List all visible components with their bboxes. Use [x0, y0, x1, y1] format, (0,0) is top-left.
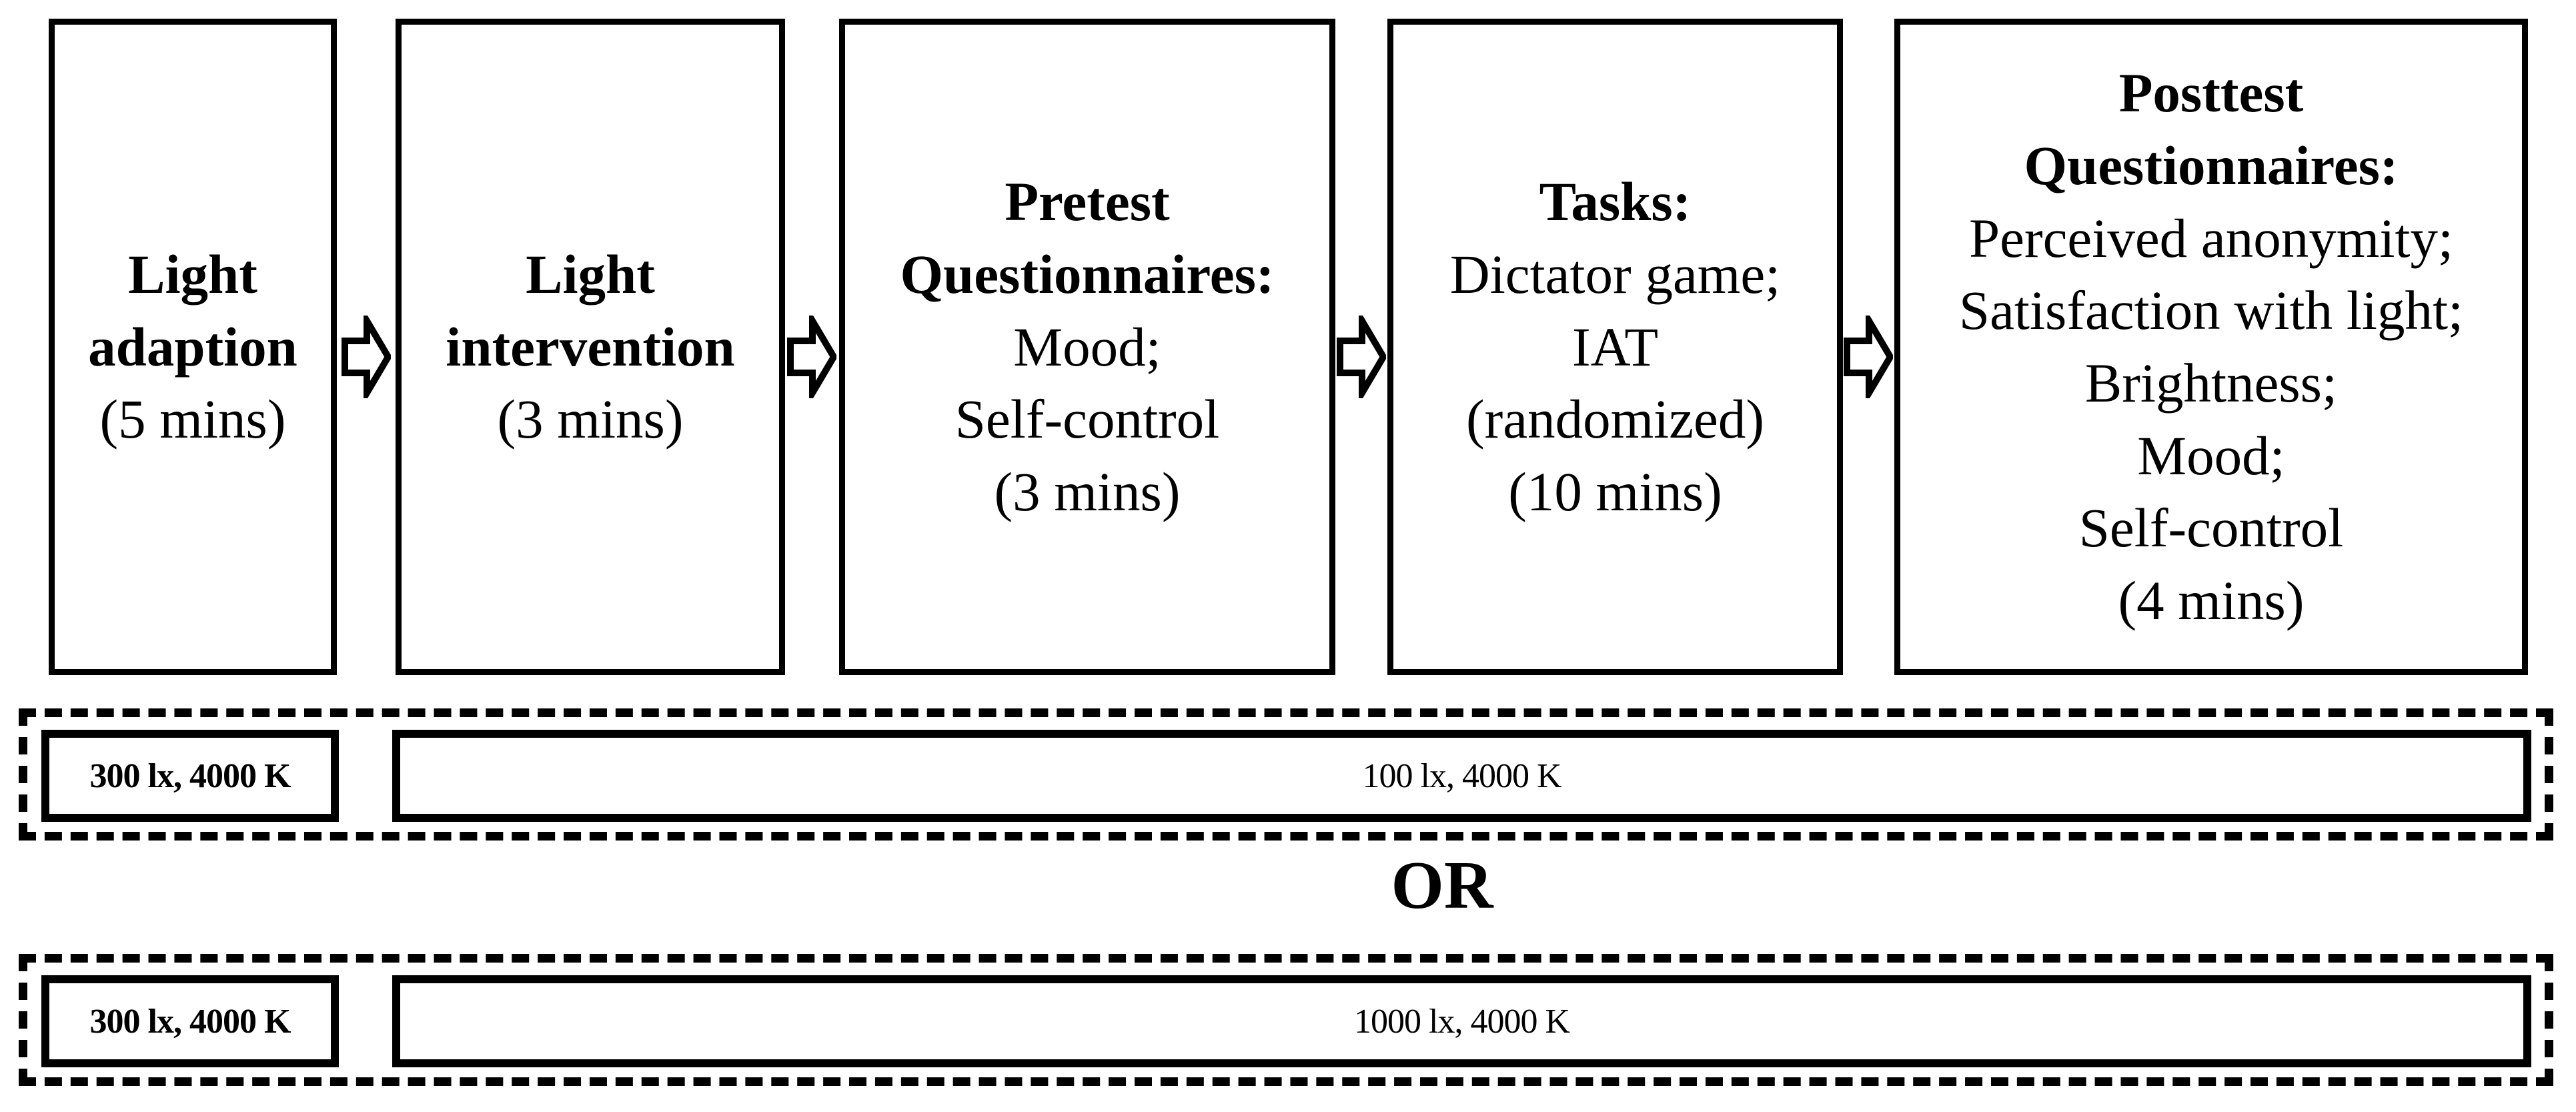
flow-box-heading: Light intervention [446, 243, 735, 378]
flow-box-heading: Light adaption [88, 243, 297, 378]
flow-box-heading: Posttest Questionnaires: [2024, 62, 2399, 196]
flow-box-heading: Tasks: [1539, 171, 1692, 233]
adaptation-condition-box: 300 lx, 4000 K [41, 975, 339, 1067]
flow-box-pretest-questionnaires: Pretest Questionnaires: Mood; Self-contr… [839, 19, 1335, 675]
intervention-condition-label: 100 lx, 4000 K [1362, 756, 1562, 795]
block-right-arrow-icon [342, 316, 391, 398]
flow-box-body: Perceived anonymity; Satisfaction with l… [1958, 207, 2464, 632]
flow-box-light-intervention: Light intervention (3 mins) [396, 19, 785, 675]
block-right-arrow-icon [1337, 316, 1386, 398]
block-right-arrow-icon [1844, 316, 1893, 398]
or-label: OR [1391, 848, 1493, 923]
intervention-condition-box: 1000 lx, 4000 K [392, 975, 2531, 1067]
flow-box-body: (5 mins) [99, 388, 286, 450]
flow-box-body: Dictator game; IAT (randomized) (10 mins… [1449, 243, 1781, 523]
adaptation-condition-box: 300 lx, 4000 K [41, 730, 339, 822]
flow-box-posttest-questionnaires: Posttest Questionnaires: Perceived anony… [1894, 19, 2528, 675]
flow-box-body: (3 mins) [497, 388, 684, 450]
block-right-arrow-icon [787, 316, 836, 398]
flow-box-heading: Pretest Questionnaires: [900, 171, 1275, 305]
flow-box-tasks: Tasks: Dictator game; IAT (randomized) (… [1387, 19, 1843, 675]
flow-box-body: Mood; Self-control (3 mins) [954, 316, 1220, 523]
adaptation-condition-label: 300 lx, 4000 K [89, 756, 291, 795]
adaptation-condition-label: 300 lx, 4000 K [89, 1002, 291, 1041]
flow-box-light-adaptation: Light adaption (5 mins) [49, 19, 337, 675]
intervention-condition-label: 1000 lx, 4000 K [1354, 1002, 1570, 1041]
intervention-condition-box: 100 lx, 4000 K [392, 730, 2531, 822]
